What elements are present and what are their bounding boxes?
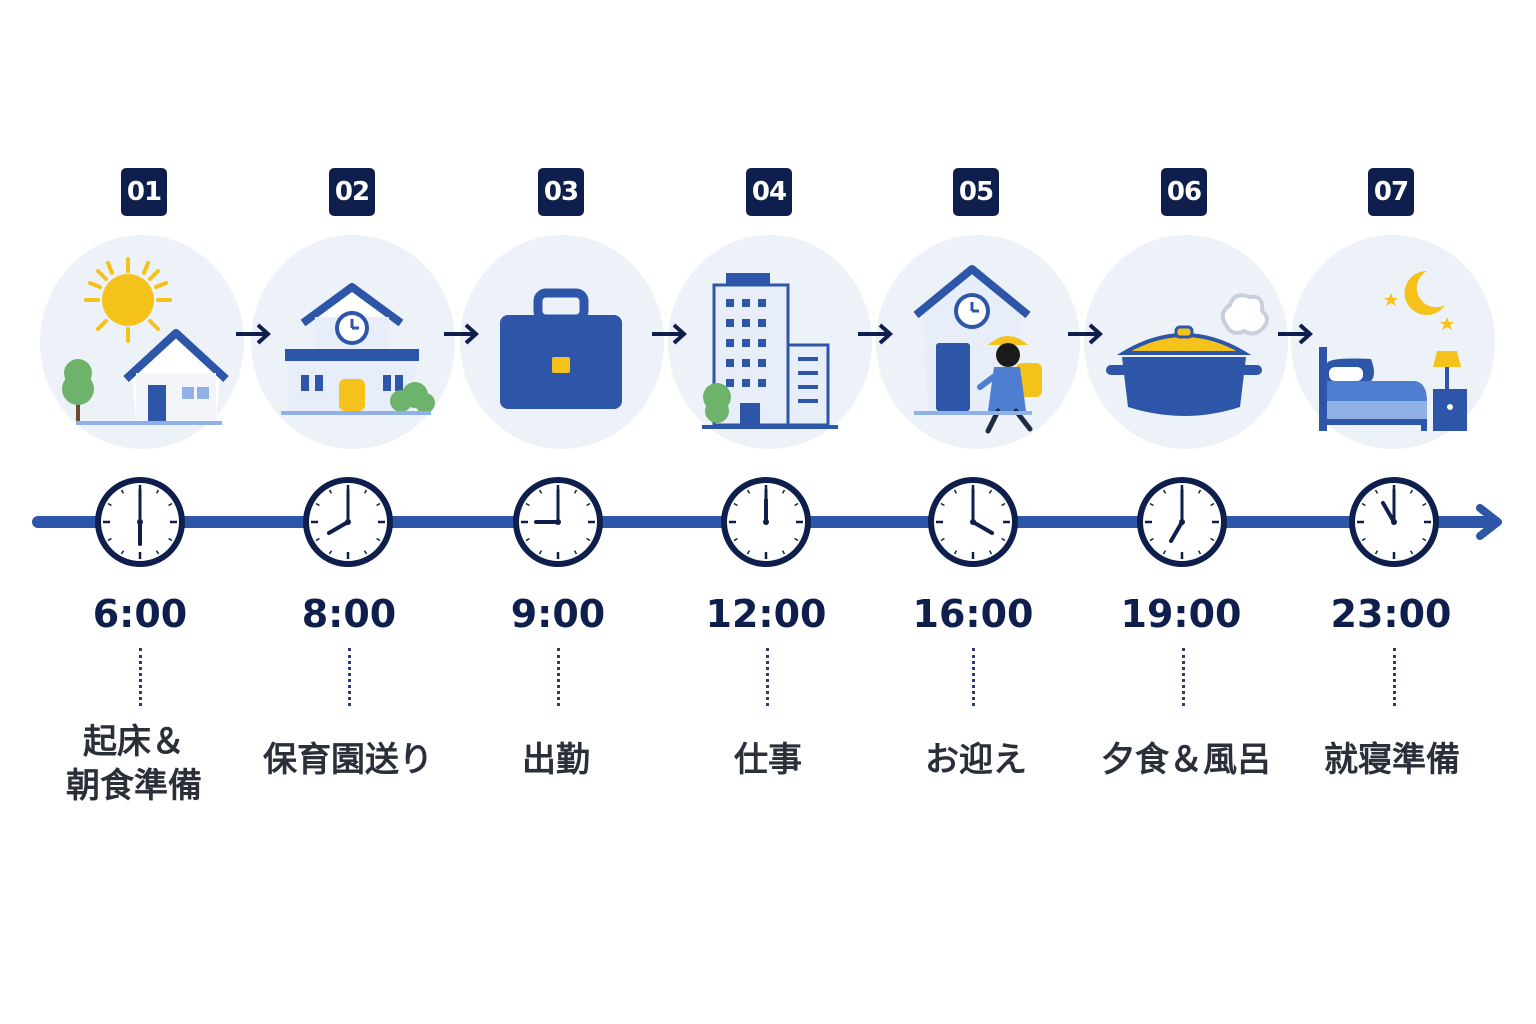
step-number-badge: 07 — [1368, 168, 1414, 216]
step-label-line: 夕食＆風呂 — [1101, 740, 1271, 780]
step-label-line: 出勤 — [522, 740, 590, 780]
clock-icon — [1349, 477, 1439, 567]
clock-hour-hand — [1381, 500, 1396, 524]
step-time: 12:00 — [705, 592, 827, 636]
step-icon-circle — [1084, 235, 1288, 449]
bed-night-icon — [1319, 270, 1467, 431]
clock-icon — [303, 477, 393, 567]
dotted-connector — [972, 648, 975, 706]
clock-icon — [95, 477, 185, 567]
office-building-icon — [702, 273, 838, 429]
step-time: 16:00 — [912, 592, 1034, 636]
step-icon-circle — [876, 235, 1080, 449]
step-time: 19:00 — [1120, 592, 1242, 636]
step-label: お迎え — [876, 738, 1076, 782]
clock-icon — [513, 477, 603, 567]
step-number-badge: 03 — [538, 168, 584, 216]
arrow-right-icon — [652, 323, 687, 345]
arrow-right-icon — [236, 323, 271, 345]
step-label: 仕事 — [668, 738, 868, 782]
clock-hour-hand — [1169, 520, 1184, 544]
step-time: 9:00 — [510, 592, 606, 636]
clock-icon — [721, 477, 811, 567]
step-time: 6:00 — [92, 592, 188, 636]
step-label-line: 起床＆ — [83, 722, 185, 762]
step-icon-circle — [460, 235, 664, 449]
clock-icon — [928, 477, 1018, 567]
timeline-arrow-icon — [1476, 504, 1502, 540]
dotted-connector — [766, 648, 769, 706]
step-number-badge: 05 — [953, 168, 999, 216]
dotted-connector — [557, 648, 560, 706]
step-time: 23:00 — [1330, 592, 1452, 636]
clock-icon — [1137, 477, 1227, 567]
dotted-connector — [348, 648, 351, 706]
arrow-right-icon — [1278, 323, 1313, 345]
timeline — [32, 477, 1502, 567]
step-label: 起床＆ 朝食準備 — [34, 720, 234, 808]
sunrise-house-icon — [62, 257, 229, 425]
child-pickup-icon — [913, 265, 1042, 434]
step-label-line: 就寝準備 — [1324, 740, 1460, 780]
step-icon-circle — [40, 235, 244, 449]
arrow-right-icon — [444, 323, 479, 345]
step-label: 保育園送り — [248, 738, 448, 782]
step-label: 夕食＆風呂 — [1086, 738, 1286, 782]
step-number-badge: 04 — [746, 168, 792, 216]
step-label: 出勤 — [456, 738, 656, 782]
step-number-badge: 01 — [121, 168, 167, 216]
step-label-line: 保育園送り — [263, 740, 433, 780]
nursery-school-icon — [281, 283, 435, 415]
cooking-pot-icon — [1106, 293, 1269, 416]
step-label: 就寝準備 — [1292, 738, 1492, 782]
clock-hour-hand — [326, 520, 350, 535]
step-label-line: 仕事 — [734, 740, 802, 780]
dotted-connector — [139, 648, 142, 706]
arrow-right-icon — [1068, 323, 1103, 345]
step-number-badge: 06 — [1161, 168, 1207, 216]
arrow-right-icon — [858, 323, 893, 345]
dotted-connector — [1393, 648, 1396, 706]
step-number-badge: 02 — [329, 168, 375, 216]
step-icon-circle — [251, 235, 455, 449]
briefcase-icon — [500, 288, 622, 409]
step-label-line: 朝食準備 — [66, 766, 202, 806]
step-icon-circle — [1291, 235, 1495, 449]
step-time: 8:00 — [301, 592, 397, 636]
clock-hour-hand — [971, 520, 995, 535]
dotted-connector — [1182, 648, 1185, 706]
step-label-line: お迎え — [925, 740, 1027, 780]
step-icon-circle — [668, 235, 872, 449]
